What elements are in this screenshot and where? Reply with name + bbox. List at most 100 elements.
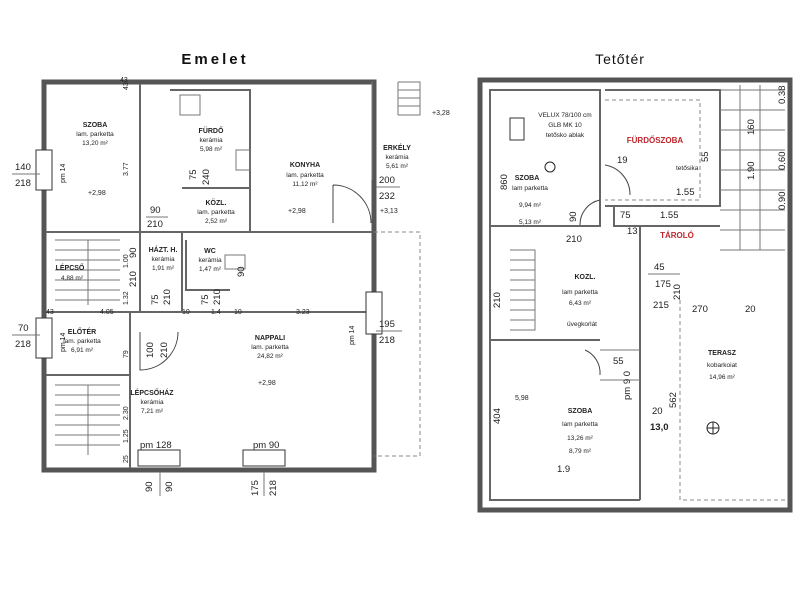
dimension: 75 <box>200 294 211 305</box>
dimension: 90 <box>128 247 139 258</box>
dimension: pm 9 0 <box>622 371 633 400</box>
room-area: 1,91 m² <box>152 265 175 272</box>
dimension: 1.9 <box>557 464 570 475</box>
dimension: 0.60 <box>777 152 788 171</box>
dimension: 0.38 <box>777 86 788 105</box>
note: GLB MK 10 <box>548 122 582 129</box>
room-area: 1,47 m² <box>199 266 222 273</box>
dimension: 10 <box>234 309 242 316</box>
dimension: 90 <box>164 481 175 492</box>
room-area: 5,61 m² <box>386 163 409 170</box>
level-mark: +3,13 <box>380 208 398 215</box>
dimension: 25 <box>123 455 130 463</box>
dimension: 1.90 <box>746 162 757 181</box>
room-floor: kerámia <box>151 256 175 263</box>
dimension: 1.25 <box>123 429 130 443</box>
dimension: pm 14 <box>60 163 67 183</box>
dimension: 75 <box>620 210 631 221</box>
level-mark: 5,98 <box>515 395 529 402</box>
room-area: 14,96 m² <box>709 374 735 381</box>
dimension: 19 <box>617 155 628 166</box>
dimension: pm 128 <box>140 440 172 451</box>
room-area: 7,21 m² <box>141 408 164 415</box>
dimension: 270 <box>692 304 708 315</box>
dimension: 90 <box>144 481 155 492</box>
dimension: 860 <box>499 174 510 190</box>
dimension: 13,0 <box>650 422 669 433</box>
dimension: 55 <box>613 356 624 367</box>
note: VELUX 78/100 cm <box>538 112 591 119</box>
dimension: 43 <box>123 82 130 90</box>
room-label: LÉPCSŐ <box>56 263 85 272</box>
room-area: 24,82 m² <box>257 353 283 360</box>
room-label: KÖZL. <box>206 198 227 207</box>
room-label: KONYHA <box>290 162 320 169</box>
dimension: 20 <box>652 406 663 417</box>
dimension: 218 <box>379 335 395 346</box>
dimension: pm 90 <box>253 440 279 451</box>
room-label: TERASZ <box>708 350 737 357</box>
room-area: 4,88 m² <box>61 275 84 282</box>
dimension: 90 <box>150 205 161 216</box>
dimension: 160 <box>746 119 757 135</box>
note: tetősko ablak <box>546 132 585 139</box>
dimension: 175 <box>250 480 261 496</box>
room-floor: lam parketta <box>562 289 598 296</box>
dimension: 55 <box>700 151 711 162</box>
room-floor: kerámia <box>385 154 409 161</box>
level-mark: +2,98 <box>258 380 276 387</box>
room-label: NAPPALI <box>255 335 285 342</box>
dimension: 218 <box>15 178 31 189</box>
dimension: 75 <box>188 169 199 180</box>
room-area: 6,43 m² <box>569 300 592 307</box>
room-area: 13,20 m² <box>82 140 108 147</box>
dimension: 210 <box>128 271 139 287</box>
dimension: 210 <box>212 289 223 305</box>
dimension: 210 <box>672 284 683 300</box>
dimension: 210 <box>492 292 503 308</box>
room-floor: kobarkoiat <box>707 362 737 369</box>
tetoter-title: Tetőtér <box>595 51 645 67</box>
room-area: 2,52 m² <box>205 218 228 225</box>
dimension: 100 <box>145 342 156 358</box>
dimension: 404 <box>492 408 503 424</box>
room-area: 5,13 m² <box>519 219 542 226</box>
room-area: 9,94 m² <box>519 202 542 209</box>
dimension: 13 <box>627 226 638 237</box>
room-area: 13,26 m² <box>567 435 593 442</box>
room-area: 11,12 m² <box>292 181 318 188</box>
dimension: 1.32 <box>123 291 130 305</box>
note: üvegkorlát <box>567 321 597 328</box>
room-label: SZOBA <box>568 408 593 415</box>
room-floor: lam parketta <box>562 421 598 428</box>
dimension: 218 <box>268 480 279 496</box>
room-area: 6,91 m² <box>71 347 94 354</box>
dimension: 3.23 <box>296 309 310 316</box>
dimension: 215 <box>653 300 669 311</box>
room-label: FÜRDŐ <box>199 126 224 135</box>
emelet-title: Emelet <box>181 51 248 68</box>
room-area: 8,79 m² <box>569 448 592 455</box>
dimension: 75 <box>150 294 161 305</box>
room-label-red: FÜRDŐSZOBA <box>627 136 684 145</box>
emelet-plan: SZOBA lam. parketta 13,20 m² FÜRDŐ kerám… <box>12 77 450 496</box>
room-floor: lam. parketta <box>251 344 289 351</box>
dimension: 79 <box>123 350 130 358</box>
room-floor: kerámia <box>140 399 164 406</box>
dimension: 218 <box>15 339 31 350</box>
dimension: 210 <box>159 342 170 358</box>
dimension: 43 <box>120 77 128 84</box>
room-label: ELŐTÉR <box>68 327 96 336</box>
room-floor: lam. parketta <box>286 172 324 179</box>
level-mark: +2,98 <box>288 208 306 215</box>
dimension: 43 <box>46 309 54 316</box>
room-floor: lam. parketta <box>197 209 235 216</box>
dimension: 210 <box>566 234 582 245</box>
room-label: SZOBA <box>83 122 108 129</box>
room-label: ERKÉLY <box>383 143 411 152</box>
dimension: 1.55 <box>660 210 679 221</box>
dimension: 195 <box>379 319 395 330</box>
room-label: SZOBA <box>515 175 540 182</box>
room-area: 5,98 m² <box>200 146 223 153</box>
